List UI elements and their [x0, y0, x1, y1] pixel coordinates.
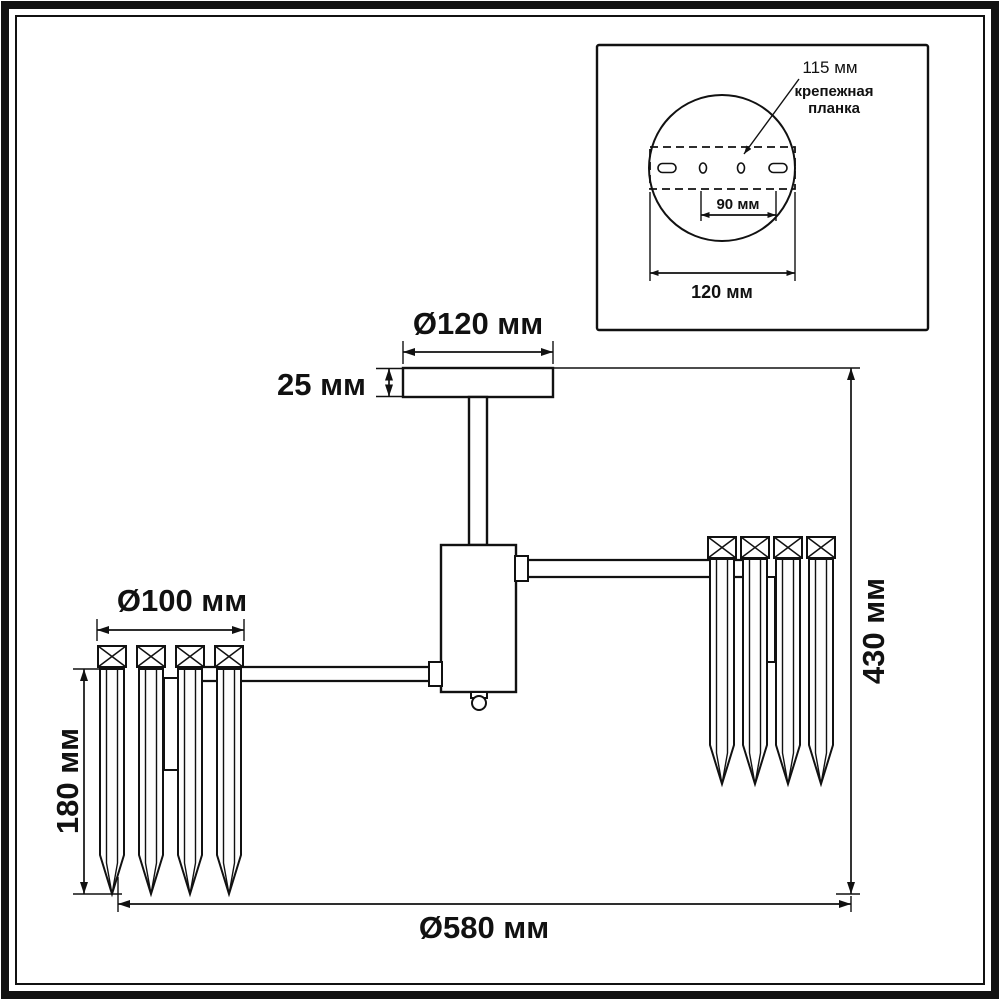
crystal-prism	[216, 668, 242, 895]
inner-frame	[15, 15, 985, 985]
dim-total-height: 430 мм	[554, 367, 891, 895]
finial-knob	[470, 691, 488, 711]
crystal-cap	[136, 645, 166, 668]
dim-canopy-diameter: Ø120 мм	[402, 306, 554, 364]
bracket-name-line1: крепежная	[794, 83, 873, 100]
total-height-label: 430 мм	[856, 578, 891, 684]
screw-hole-right-icon	[736, 162, 746, 174]
ceiling-canopy	[401, 366, 555, 399]
dim-shade-diameter: Ø100 мм	[96, 583, 247, 641]
central-body	[439, 543, 518, 694]
crystal-cap	[707, 536, 737, 559]
crystal-prism	[99, 668, 125, 895]
bracket-length-label: 115 мм	[802, 58, 857, 77]
canopy-diameter-label: Ø120 мм	[413, 306, 543, 341]
screw-hole-left-icon	[698, 162, 708, 174]
crystal-cap	[214, 645, 244, 668]
crystal-prism	[742, 558, 768, 785]
mounting-plate-circle	[648, 94, 796, 242]
crystal-cap	[740, 536, 770, 559]
canopy-height-label: 25 мм	[277, 367, 366, 402]
shade-diameter-label: Ø100 мм	[117, 583, 247, 618]
mounting-bracket-outline	[649, 146, 796, 190]
crystal-cap	[806, 536, 836, 559]
crystal-prism	[775, 558, 801, 785]
mounting-slot-left-icon	[657, 162, 677, 174]
crystal-cap	[97, 645, 127, 668]
crystal-prism	[138, 668, 164, 895]
crystal-cap	[175, 645, 205, 668]
mounting-slot-right-icon	[768, 162, 788, 174]
crystal-prism	[709, 558, 735, 785]
stem	[467, 395, 489, 547]
mounting-plate-inset: 115 мм крепежная планка 90 мм 120 мм	[595, 43, 930, 332]
hole-spacing-label: 90 мм	[716, 196, 759, 213]
bracket-leader-line	[743, 78, 800, 155]
total-diameter-label: Ø580 мм	[419, 910, 549, 945]
plate-diameter-label: 120 мм	[691, 282, 753, 302]
bracket-name-line2: планка	[808, 100, 860, 117]
shade-height-label: 180 мм	[50, 728, 85, 834]
dim-canopy-height: 25 мм	[277, 367, 403, 402]
crystal-prism	[177, 668, 203, 895]
dim-shade-height: 180 мм	[50, 668, 122, 895]
fixture	[97, 366, 836, 895]
dim-hole-spacing: 90 мм	[700, 191, 777, 221]
crystal-cap	[773, 536, 803, 559]
dim-total-diameter: Ø580 мм	[117, 877, 852, 945]
dimensions: Ø120 мм 25 мм Ø100 мм 180 мм 430 мм	[50, 306, 891, 945]
crystal-prism	[808, 558, 834, 785]
dim-plate-diameter: 120 мм	[649, 192, 796, 302]
